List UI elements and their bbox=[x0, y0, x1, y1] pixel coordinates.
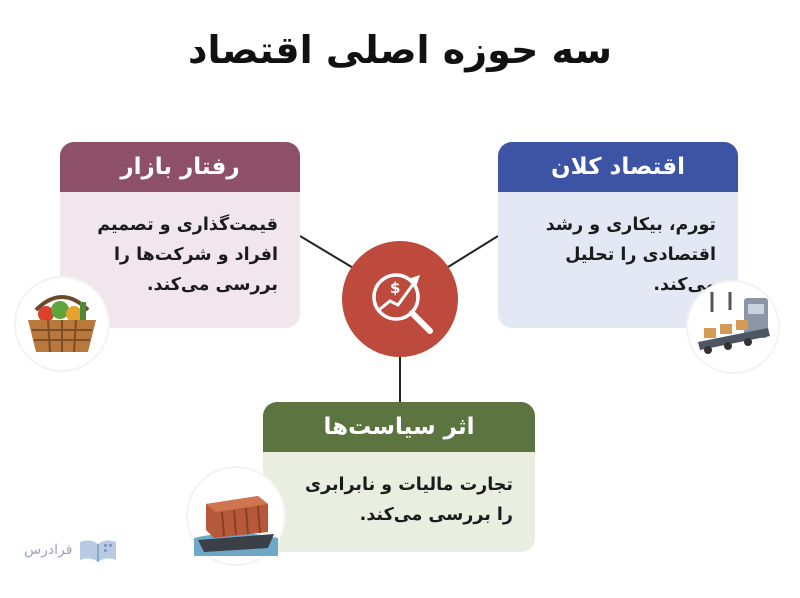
card-policy-heading: اثر سیاست‌ها bbox=[263, 402, 535, 452]
shipping-container-icon bbox=[194, 496, 278, 556]
connector-market bbox=[299, 235, 361, 273]
card-market-heading: رفتار بازار bbox=[60, 142, 300, 192]
card-market-behavior: رفتار بازار قیمت‌گذاری و تصمیم افراد و ش… bbox=[60, 142, 300, 328]
badge-macro bbox=[688, 282, 778, 372]
central-hub: $ bbox=[342, 241, 458, 357]
brand-logo: فرادرس bbox=[24, 536, 118, 564]
magnifier-growth-chart-icon: $ bbox=[372, 273, 433, 334]
card-macro-heading: اقتصاد کلان bbox=[498, 142, 738, 192]
card-policy-line: را بررسی می‌کند. bbox=[359, 505, 513, 525]
card-macro-body: تورم، بیکاری و رشد اقتصادی را تحلیل می‌ک… bbox=[498, 192, 738, 314]
card-policy-body: تجارت مالیات و نابرابری را بررسی می‌کند. bbox=[263, 452, 535, 544]
card-policy-effects: اثر سیاست‌ها تجارت مالیات و نابرابری را … bbox=[263, 402, 535, 552]
card-macro-line: می‌کند. bbox=[653, 275, 716, 295]
grocery-basket-icon bbox=[28, 295, 96, 353]
card-macro-line: اقتصادی را تحلیل bbox=[565, 245, 716, 265]
card-policy-line: تجارت مالیات و نابرابری bbox=[305, 475, 513, 495]
page-title: سه حوزه اصلی اقتصاد bbox=[188, 28, 612, 72]
badge-market bbox=[16, 278, 108, 370]
card-market-line: افراد و شرکت‌ها را bbox=[113, 245, 278, 265]
brand-name: فرادرس bbox=[24, 542, 73, 558]
card-market-line: قیمت‌گذاری و تصمیم bbox=[97, 215, 278, 235]
card-market-body: قیمت‌گذاری و تصمیم افراد و شرکت‌ها را بر… bbox=[60, 192, 300, 314]
card-market-line: بررسی می‌کند. bbox=[146, 275, 278, 295]
connector-macro bbox=[439, 235, 499, 273]
book-icon bbox=[80, 540, 117, 562]
svg-text:$: $ bbox=[390, 279, 400, 297]
badge-policy bbox=[188, 468, 284, 564]
factory-conveyor-icon bbox=[698, 292, 770, 354]
card-macro-line: تورم، بیکاری و رشد bbox=[545, 215, 716, 235]
